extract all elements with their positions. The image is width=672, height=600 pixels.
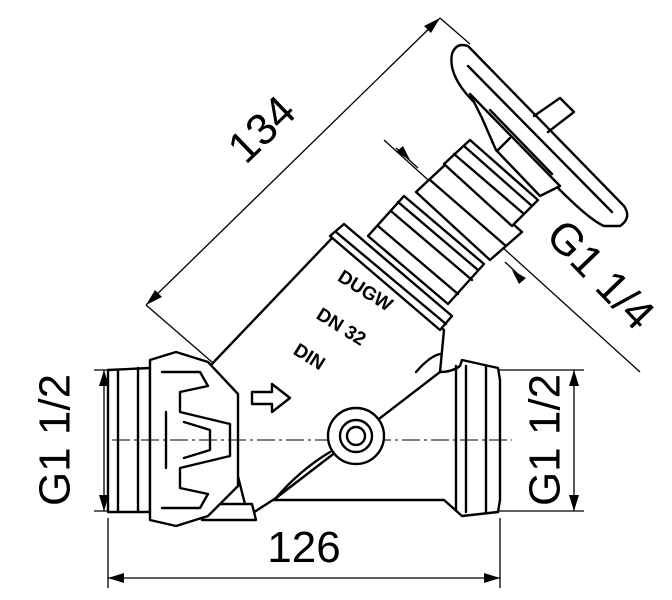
flow-direction-arrow — [250, 382, 292, 414]
handwheel-length-label: 134 — [219, 86, 306, 172]
handwheel — [450, 43, 629, 228]
overall-length-dimension: 126 — [107, 518, 501, 588]
drain-plug — [326, 406, 386, 466]
bonnet-assembly — [328, 126, 542, 332]
outlet-thread-label: G1 1/2 — [521, 374, 570, 506]
inlet-thread-label: G1 1/2 — [31, 374, 80, 506]
overall-length-label: 126 — [267, 523, 340, 572]
outlet-thread-dimension: G1 1/2 — [492, 369, 584, 512]
bonnet-thread-label: G1 1/4 — [537, 210, 664, 339]
inlet-union-nut — [106, 350, 240, 528]
inlet-thread-dimension: G1 1/2 — [31, 369, 140, 512]
